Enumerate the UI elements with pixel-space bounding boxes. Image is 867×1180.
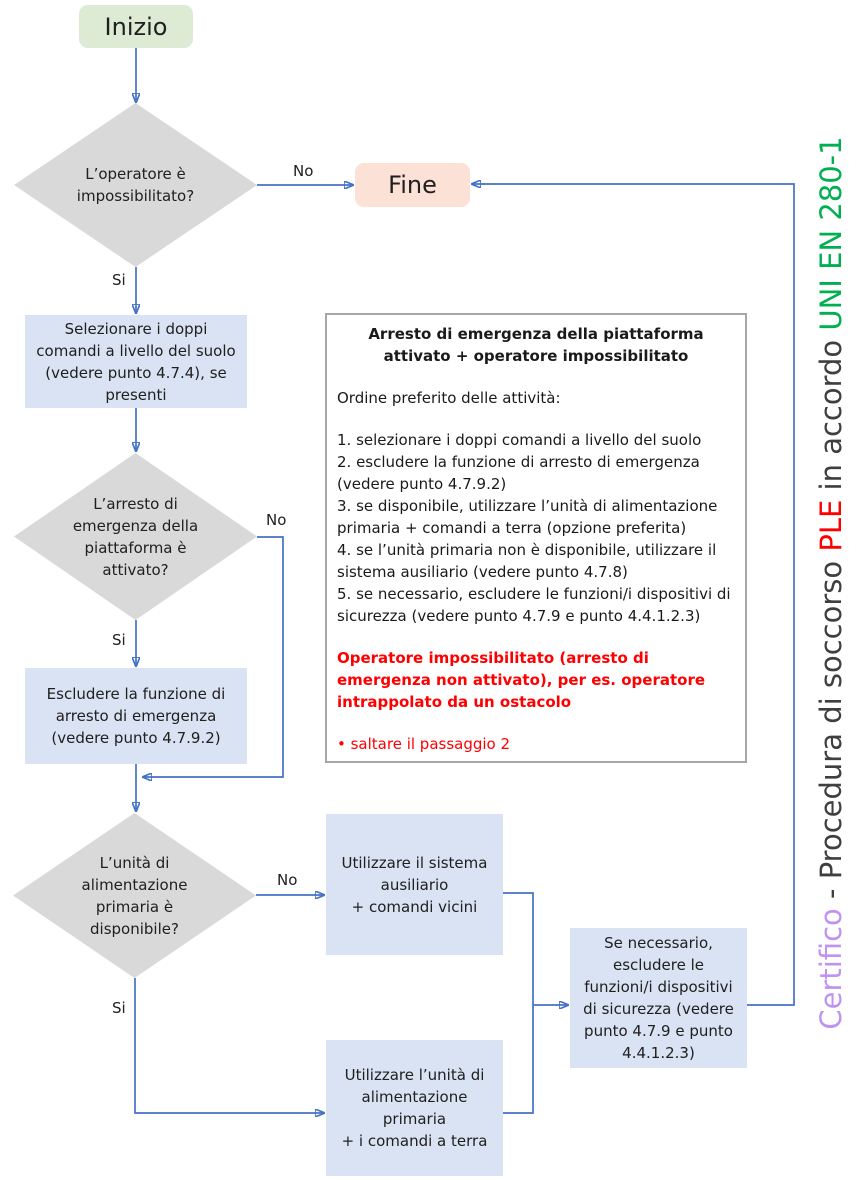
note-step: 3. se disponibile, utilizzare l’unità di… [337,497,718,537]
edge-label-decision2-si: Si [112,631,126,649]
start-node: Inizio [79,5,193,48]
process-utilizzare-sistema-ausiliario: Utilizzare il sistema ausiliario + coman… [326,814,503,955]
edge-label-decision1-no: No [293,162,314,180]
note-step: 5. se necessario, escludere le funzioni/… [337,585,731,625]
note-title: Arresto di emergenza della piattaforma a… [368,325,704,365]
note-steps: 1. selezionare i doppi comandi a livello… [337,429,735,627]
edge-label-decision3-no: No [277,871,298,889]
process-label: Escludere la funzione di arresto di emer… [46,685,226,747]
edge-process4-merge [503,1005,534,1114]
note-warning: Operatore impossibilitato (arresto di em… [337,649,706,711]
decision-label: L’unità di alimentazione primaria è disp… [81,853,188,938]
watermark-segment-certifico: Certifico [814,908,848,1030]
start-label: Inizio [104,12,168,41]
edge-label-decision1-si: Si [112,271,126,289]
note-step: 1. selezionare i doppi comandi a livello… [337,431,702,449]
watermark-segment-procedura: - Procedura di soccorso [814,551,848,909]
note-intro: Ordine preferito delle attività: [337,389,561,407]
process-escludere-arresto-emergenza: Escludere la funzione di arresto di emer… [25,668,247,764]
edge-label-decision2-no: No [266,511,287,529]
edge-label-decision3-si: Si [112,999,126,1017]
watermark-caption: Certifico - Procedura di soccorso PLE in… [813,128,849,1038]
process-label: Selezionare i doppi comandi a livello de… [36,319,236,404]
note-box: Arresto di emergenza della piattaforma a… [325,313,747,763]
edge-decision3-si-to-process4 [134,978,324,1113]
watermark-segment-norma: UNI EN 280-1 [814,136,848,331]
decision-unita-primaria-disponibile: L’unità di alimentazione primaria è disp… [13,813,256,978]
edge-process3-merge [503,892,534,1005]
decision-arresto-emergenza-attivato: L’arresto di emergenza della piattaforma… [14,453,257,620]
process-label: Utilizzare il sistema ausiliario + coman… [341,853,488,916]
watermark-segment-accordo: in accordo [814,330,848,500]
end-node: Fine [355,163,470,207]
process-label: Utilizzare l’unità di alimentazione prim… [341,1066,488,1150]
decision-operatore-impossibilitato: L’operatore è impossibilitato? [14,103,257,267]
watermark-segment-ple: PLE [814,499,848,552]
note-bullet: • saltare il passaggio 2 [337,735,511,753]
note-step: 4. se l’unità primaria non è disponibile… [337,541,717,581]
process-label: Se necessario, escludere le funzioni/i d… [583,934,734,1062]
decision-label: L’arresto di emergenza della piattaforma… [72,494,199,579]
end-label: Fine [388,171,437,199]
process-selezionare-doppi-comandi: Selezionare i doppi comandi a livello de… [25,315,247,408]
process-utilizzare-unita-primaria: Utilizzare l’unità di alimentazione prim… [326,1040,503,1176]
decision-label: L’operatore è impossibilitato? [76,165,195,205]
process-escludere-funzioni-sicurezza: Se necessario, escludere le funzioni/i d… [570,928,747,1068]
note-step: 2. escludere la funzione di arresto di e… [337,453,700,493]
